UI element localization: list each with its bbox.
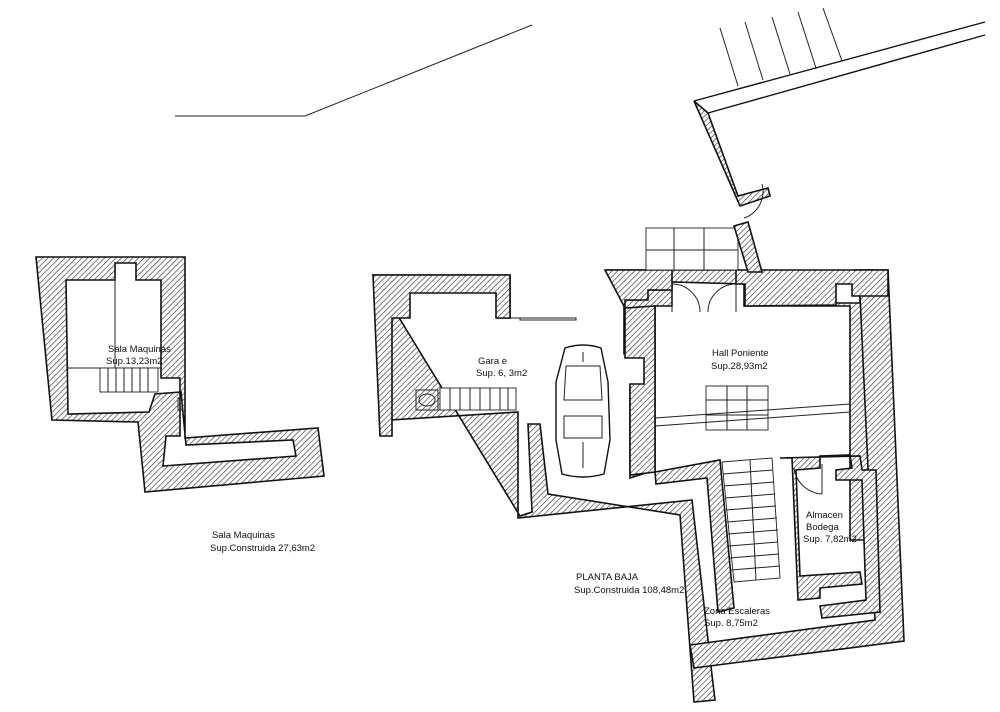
- almacen-walls: [779, 454, 881, 619]
- sala-maquinas-summary-title: Sala Maquinas: [212, 530, 275, 541]
- bodega-room-name: Bodega: [806, 522, 839, 533]
- entry-side-wall: [732, 221, 764, 273]
- zona-escaleras-room-area: Sup. 8,75m2: [704, 618, 758, 629]
- sala-maquinas-building: [35, 256, 325, 493]
- zona-escaleras-room-name: Zona Escaleras: [704, 606, 770, 617]
- sala-maquinas-room-area: Sup.13,23m2: [106, 356, 163, 367]
- car-icon: [555, 344, 611, 478]
- basin-icon: [415, 389, 439, 411]
- garaje-walls: [371, 274, 716, 703]
- hall-stairs: [654, 385, 851, 431]
- almacen-bodega-room-area: Sup. 7,82m2: [803, 534, 857, 545]
- site-boundary-lines: [175, 7, 986, 117]
- garaje-north-wall: [372, 274, 511, 437]
- entrance-door-icon: [671, 283, 737, 313]
- porch-stairs: [645, 227, 739, 271]
- sala-maquinas-room-name: Sala Maquinas: [108, 344, 171, 355]
- hall-north-wall: [735, 269, 889, 307]
- almacen-door-icon: [793, 467, 823, 495]
- labels: Sala Maquinas Sup.13,23m2 Gara e Sup. 6,…: [106, 344, 857, 629]
- garaje-room-area: Sup. 6, 3m2: [476, 368, 527, 379]
- hall-poniente-room-area: Sup.28,93m2: [711, 361, 768, 372]
- hall-west-wall: [603, 269, 673, 476]
- sala-maquinas-walls: [35, 256, 325, 493]
- stair-core-walls: [654, 459, 735, 614]
- sala-maquinas-summary-area: Sup.Construida 27,63m2: [210, 543, 315, 554]
- planta-baja-building: [371, 100, 905, 703]
- entry-ramp-walls: [693, 100, 771, 207]
- garaje-room-name: Gara e: [478, 356, 507, 367]
- garaje-stairs: [439, 387, 517, 411]
- east-wall: [689, 269, 905, 669]
- hall-poniente-room-name: Hall Poniente: [712, 348, 769, 359]
- planta-baja-summary-area: Sup.Construida 108,48m2: [574, 585, 684, 596]
- planta-baja-summary-title: PLANTA BAJA: [576, 572, 639, 583]
- sala-maquinas-stairs: [99, 367, 159, 393]
- zona-escaleras-stairs: [721, 457, 781, 583]
- almacen-room-name: Almacen: [806, 510, 843, 521]
